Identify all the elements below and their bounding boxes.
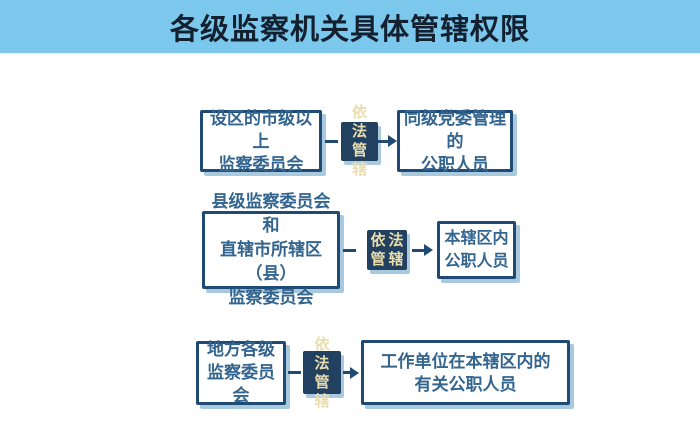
target-box: 同级党委管理的 公职人员 — [397, 108, 513, 174]
arrow-head — [388, 135, 397, 147]
arrow-right-icon — [343, 366, 359, 379]
label-line: 管辖 — [370, 251, 407, 268]
source-box: 县级监察委员会和 直辖市所辖区（县） 监察委员会 — [202, 192, 340, 307]
jurisdiction-label: 依法 管辖 — [341, 104, 378, 178]
label-line: 依法 — [351, 104, 370, 140]
box-line: 直辖市所辖区（县） — [220, 240, 322, 283]
target-box: 本辖区内 公职人员 — [437, 221, 516, 279]
flow-row-2: 县级监察委员会和 直辖市所辖区（县） 监察委员会 依法 管辖 本辖区内 公职人员 — [202, 192, 516, 307]
label-line: 管辖 — [314, 373, 333, 410]
box-line: 有关公职人员 — [414, 374, 517, 394]
source-box: 设区的市级以上 监察委员会 — [200, 108, 322, 174]
jurisdiction-label: 依法 管辖 — [367, 230, 407, 270]
label-line: 依法 — [314, 335, 333, 372]
connector-dash — [288, 371, 301, 374]
title-banner: 各级监察机关具体管辖权限 — [0, 0, 700, 54]
arrow-line — [412, 248, 424, 252]
jurisdiction-label: 依法 管辖 — [303, 336, 341, 410]
box-line: 同级党委管理的 — [404, 108, 506, 151]
connector-dash — [343, 248, 356, 252]
box-line: 地方各级 — [207, 340, 275, 359]
box-line: 监察委员会 — [218, 154, 304, 174]
label-line: 依法 — [370, 232, 407, 249]
arrow-line — [343, 371, 350, 374]
arrow-head — [424, 244, 433, 256]
arrow-right-icon — [378, 135, 397, 147]
target-box: 工作单位在本辖区内的 有关公职人员 — [361, 340, 570, 405]
page-title: 各级监察机关具体管辖权限 — [169, 13, 530, 46]
box-line: 监察委员会 — [207, 363, 275, 405]
flow-row-1: 设区的市级以上 监察委员会 依法 管辖 同级党委管理的 公职人员 — [200, 104, 513, 178]
box-line: 本辖区内 — [444, 230, 509, 247]
flow-row-3: 地方各级 监察委员会 依法 管辖 工作单位在本辖区内的 有关公职人员 — [196, 336, 570, 410]
arrow-head — [350, 366, 359, 379]
source-box: 地方各级 监察委员会 — [196, 340, 286, 405]
box-line: 公职人员 — [421, 154, 489, 174]
box-line: 监察委员会 — [228, 288, 314, 307]
label-line: 管辖 — [351, 142, 370, 178]
box-line: 工作单位在本辖区内的 — [380, 351, 551, 371]
box-line: 公职人员 — [444, 253, 509, 270]
arrow-line — [378, 139, 388, 143]
box-line: 设区的市级以上 — [210, 108, 312, 151]
connector-dash — [325, 139, 338, 143]
arrow-right-icon — [412, 244, 433, 256]
box-line: 县级监察委员会和 — [211, 192, 331, 235]
